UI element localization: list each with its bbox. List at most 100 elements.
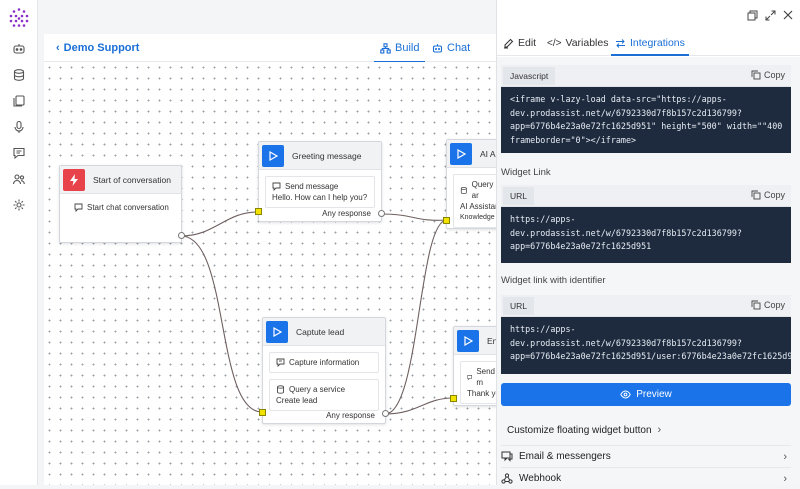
tab-chat[interactable]: Chat	[432, 42, 470, 54]
customize-widget-label: Customize floating widget button	[507, 424, 652, 436]
node-capture-input-port[interactable]	[259, 409, 266, 416]
node-end-title: En	[487, 335, 498, 346]
eye-icon	[620, 390, 631, 399]
close-icon[interactable]	[781, 8, 795, 22]
node-ai-header: AI As	[447, 140, 505, 168]
play-icon	[262, 144, 284, 167]
node-start[interactable]: Start of conversation Start chat convers…	[59, 165, 185, 243]
javascript-code[interactable]: <iframe v-lazy-load data-src="https://ap…	[501, 87, 791, 153]
node-greeting-input-port[interactable]	[255, 208, 262, 215]
node-ai-step-title: Query ar	[471, 180, 494, 200]
documents-icon[interactable]	[10, 92, 28, 110]
tab-integrations-label: Integrations	[630, 37, 685, 49]
settings-icon[interactable]	[10, 196, 28, 214]
node-capture-header: Captute lead	[263, 318, 385, 346]
javascript-chip: Javascript	[503, 67, 556, 85]
panel-body: Javascript Copy <iframe v-lazy-load data…	[497, 57, 800, 485]
tab-integrations[interactable]: Integrations	[611, 37, 689, 56]
swap-icon	[616, 38, 625, 48]
flow-header: ‹ Demo Support Build Chat	[44, 34, 496, 63]
message-icon	[467, 374, 472, 380]
copy-icon	[751, 70, 761, 80]
node-end-header: En	[454, 327, 502, 355]
top-bar	[38, 0, 496, 30]
play-icon	[266, 320, 288, 343]
node-greeting-header: Greeting message	[259, 142, 381, 170]
tab-variables-label: Variables	[565, 37, 609, 49]
chevron-right-icon: ›	[657, 424, 662, 436]
microphone-icon[interactable]	[10, 118, 28, 136]
url-chip: URL	[503, 297, 535, 315]
copy-label: Copy	[763, 190, 785, 200]
node-end-input-port[interactable]	[450, 395, 457, 402]
expand-icon[interactable]	[763, 8, 777, 22]
node-greeting-footer: Any response	[322, 209, 371, 218]
tab-edit[interactable]: Edit	[503, 37, 536, 49]
tab-edit-label: Edit	[518, 37, 537, 49]
node-capture-step2-text: Create lead	[276, 396, 318, 405]
node-capture-step2-title: Query a service	[289, 385, 346, 394]
app-logo[interactable]	[8, 7, 30, 29]
email-messengers-row[interactable]: Email & messengers ›	[501, 445, 791, 467]
node-end[interactable]: En Send m Thank yo	[450, 326, 503, 406]
database-icon[interactable]	[10, 66, 28, 84]
node-greeting[interactable]: Greeting message Send message Hello. How…	[255, 141, 385, 222]
preview-label: Preview	[636, 389, 672, 400]
widget-link-id-label: Widget link with identifier	[501, 275, 606, 286]
edit-icon	[504, 38, 514, 48]
node-greeting-step-text: Hello. How can I help you?	[272, 193, 368, 202]
widget-link-id-section-header: URL Copy	[501, 295, 791, 317]
widget-link-id-code[interactable]: https://apps- dev.prodassist.net/w/67923…	[501, 317, 791, 374]
node-capture-lead[interactable]: Captute lead Capture information Query a…	[259, 317, 389, 424]
back-link[interactable]: ‹ Demo Support	[56, 42, 139, 54]
preview-button[interactable]: Preview	[501, 383, 791, 406]
node-capture-title: Captute lead	[296, 326, 345, 337]
users-icon[interactable]	[10, 170, 28, 188]
copy-widget-link-button[interactable]: Copy	[751, 190, 785, 200]
bot-icon[interactable]	[10, 40, 28, 58]
widget-link-code[interactable]: https://apps- dev.prodassist.net/w/67923…	[501, 207, 791, 263]
node-start-title: Start of conversation	[93, 174, 171, 185]
node-capture-output-port[interactable]	[382, 410, 389, 417]
node-greeting-step-title: Send message	[285, 182, 339, 191]
window-icon[interactable]	[745, 8, 759, 22]
node-start-output-port[interactable]	[178, 232, 185, 239]
flow-title: Demo Support	[63, 42, 140, 54]
email-messengers-label: Email & messengers	[519, 451, 611, 462]
build-icon	[380, 42, 391, 54]
integration-panel: Edit </> Variables Integrations Javascri…	[496, 0, 800, 485]
node-start-step-label: Start chat conversation	[87, 203, 169, 212]
copy-icon	[751, 300, 761, 310]
play-icon	[457, 329, 479, 352]
form-icon	[276, 358, 285, 367]
tab-variables[interactable]: </> Variables	[547, 37, 608, 49]
url-chip: URL	[503, 187, 535, 205]
lightning-icon	[63, 168, 85, 191]
copy-widget-link-id-button[interactable]: Copy	[751, 300, 785, 310]
messenger-icon	[501, 451, 513, 462]
tab-build[interactable]: Build	[373, 42, 427, 63]
copy-javascript-button[interactable]: Copy	[751, 70, 785, 80]
webhook-label: Webhook	[519, 473, 562, 484]
play-icon	[450, 142, 472, 165]
code-icon: </>	[547, 37, 562, 49]
customize-widget-row[interactable]: Customize floating widget button ›	[501, 419, 791, 441]
webhook-icon	[501, 473, 513, 484]
widget-link-label: Widget Link	[501, 167, 551, 178]
node-greeting-output-port[interactable]	[378, 210, 385, 217]
node-ai-line1: AI Assistant	[460, 202, 502, 211]
node-greeting-title: Greeting message	[292, 150, 362, 161]
node-ai-input-port[interactable]	[443, 217, 450, 224]
webhook-row[interactable]: Webhook ›	[501, 467, 791, 489]
node-start-header: Start of conversation	[60, 166, 181, 194]
chevron-right-icon: ›	[783, 450, 787, 463]
chat-icon[interactable]	[10, 144, 28, 162]
copy-icon	[751, 190, 761, 200]
widget-link-section-header: URL Copy	[501, 185, 791, 207]
node-capture-step1-label: Capture information	[289, 358, 360, 367]
node-end-step-title: Send m	[476, 367, 495, 387]
left-nav	[0, 0, 38, 485]
tab-chat-label: Chat	[447, 42, 471, 54]
node-start-step: Start chat conversation	[60, 194, 181, 212]
chevron-left-icon: ‹	[56, 42, 60, 54]
